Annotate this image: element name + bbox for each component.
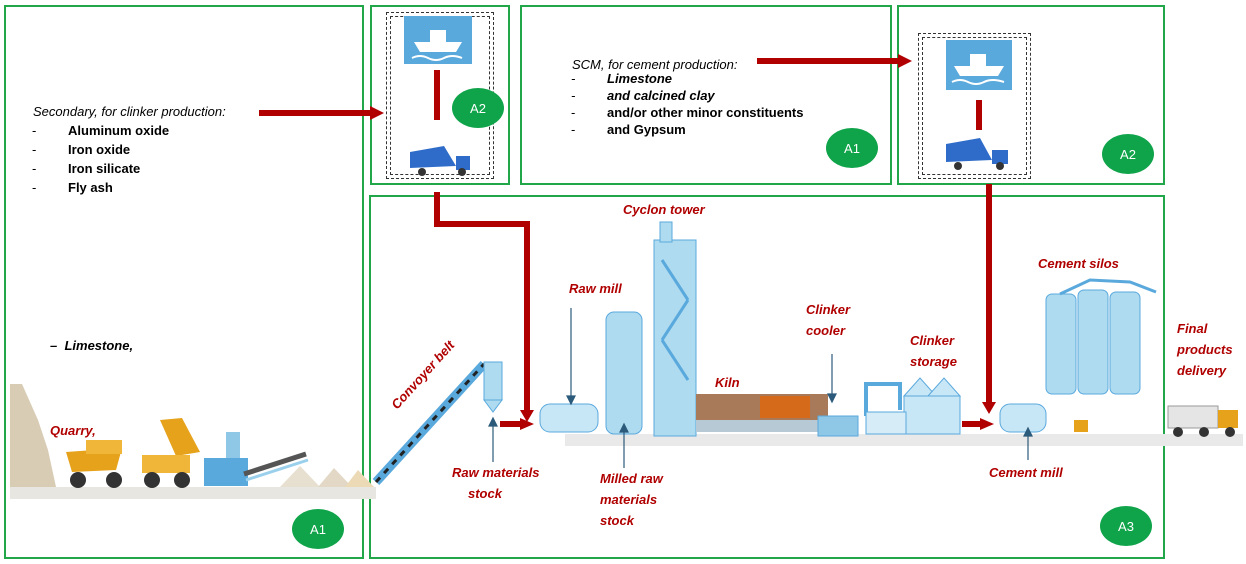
cement-mill-label: Cement mill (989, 465, 1063, 480)
scm-list: Limestone and calcined clay and/or other… (571, 70, 803, 138)
ship-icon-right (946, 40, 1012, 90)
cyclon-tower (653, 221, 697, 437)
scm-title: SCM, for cement production: (572, 57, 738, 72)
list-item: Fly ash (32, 178, 169, 197)
ground-plant (565, 434, 1243, 446)
milled-label: Milled raw materials stock (600, 471, 663, 528)
region-a3 (369, 195, 1165, 559)
secondary-title: Secondary, for clinker production: (33, 104, 226, 119)
cyclon-label: Cyclon tower (623, 202, 705, 217)
region-a1-top (520, 5, 892, 185)
badge-a2-top: A2 (452, 88, 504, 128)
quarry-cliff (10, 384, 56, 487)
region-a2-top (370, 5, 510, 185)
cooler-label: Clinker cooler (806, 302, 851, 338)
silos-label: Cement silos (1038, 256, 1119, 271)
badge-a1-top: A1 (826, 128, 878, 168)
limestone-label: – Limestone, (50, 338, 134, 353)
crusher (204, 432, 248, 486)
truck-icon-left (410, 146, 470, 176)
flow-arrowheads (370, 54, 996, 430)
badge-a3: A3 (1100, 506, 1152, 546)
transport-frame-right-inner (922, 37, 1027, 175)
list-item: and Gypsum (571, 121, 803, 138)
list-item: Iron silicate (32, 159, 169, 178)
dump-truck-2 (142, 418, 200, 488)
material-flows (259, 58, 992, 427)
raw-mill-silo (605, 311, 643, 435)
cement-silos (1045, 278, 1157, 395)
quarry-label: Quarry, (50, 423, 96, 438)
kiln-label: Kiln (715, 375, 740, 390)
forklift (1074, 420, 1088, 432)
list-item: Limestone (571, 70, 803, 87)
raw-mill-label: Raw mill (569, 281, 622, 296)
list-item: and calcined clay (571, 87, 803, 104)
pointer-arrows (488, 308, 1033, 468)
transport-frame-right (918, 33, 1031, 179)
list-item: and/or other minor constituents (571, 104, 803, 121)
storage-label: Clinker storage (910, 333, 957, 369)
clinker-cooler (817, 415, 859, 437)
clinker-storage (865, 377, 962, 435)
raw-materials-silo (483, 361, 503, 413)
raw-mill-drum (539, 403, 599, 433)
badge-a2-right: A2 (1102, 134, 1154, 174)
delivery-truck (1167, 405, 1238, 437)
final-label: Final products delivery (1177, 321, 1233, 378)
region-a2-right (897, 5, 1165, 185)
ship-icon-left (404, 16, 472, 64)
cement-mill-drum (999, 403, 1047, 433)
dump-truck-1 (66, 440, 122, 488)
conveyor-belt (372, 360, 488, 486)
region-a1-left (4, 5, 364, 559)
secondary-list: Aluminum oxide Iron oxide Iron silicate … (32, 121, 169, 197)
truck-icon-right (946, 138, 1008, 170)
kiln (696, 394, 828, 432)
list-item: Aluminum oxide (32, 121, 169, 140)
raw-stock-label: Raw materials stock (452, 465, 540, 501)
badge-a1-left: A1 (292, 509, 344, 549)
list-item: Iron oxide (32, 140, 169, 159)
ground-left (10, 487, 376, 499)
